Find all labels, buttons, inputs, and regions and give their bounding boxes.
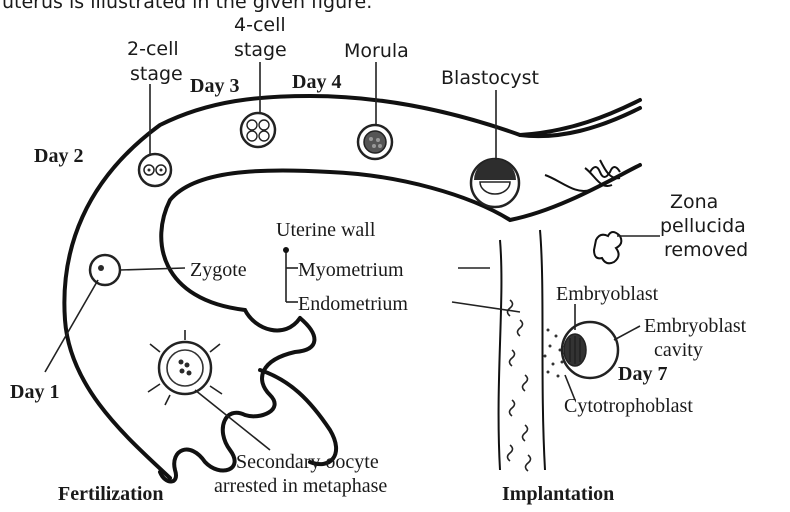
uterine-wall-label: Uterine wall xyxy=(276,219,376,241)
fertilization-label: Fertilization xyxy=(58,483,164,505)
secondary-oocyte xyxy=(148,330,222,405)
blastocyst-label: Blastocyst xyxy=(441,67,539,89)
uterine-wall-dot xyxy=(283,247,289,253)
embryoblast-cavity-line2: cavity xyxy=(654,339,703,361)
day1-label: Day 1 xyxy=(10,381,59,403)
day3-label: Day 3 xyxy=(190,75,239,97)
morula-embryo xyxy=(358,125,392,159)
zygote-cell xyxy=(90,255,120,285)
two-cell-embryo xyxy=(139,154,171,186)
implanting-blastocyst xyxy=(562,322,618,378)
four-cell-label-line2: stage xyxy=(234,39,287,61)
four-cell-embryo xyxy=(241,113,275,147)
two-cell-label-line1: 2-cell xyxy=(127,38,179,60)
implantation-zone xyxy=(544,329,564,378)
zygote-label: Zygote xyxy=(190,259,247,281)
fimbriae xyxy=(545,160,620,191)
embryoblast-label: Embryoblast xyxy=(556,283,659,305)
morula-label: Morula xyxy=(344,40,409,62)
embryoblast-cavity-line1: Embryoblast xyxy=(644,315,747,337)
endometrium-band-left xyxy=(499,240,502,470)
zona-label-line3: removed xyxy=(664,239,748,261)
two-cell-label-line2: stage xyxy=(130,63,183,85)
cytotrophoblast-label: Cytotrophoblast xyxy=(564,395,693,417)
endometrium-glands xyxy=(508,300,531,471)
oocyte-label-line2: arrested in metaphase xyxy=(214,475,387,497)
implantation-label: Implantation xyxy=(502,483,614,505)
oocyte-label-line1: Secondary oocyte xyxy=(236,451,379,473)
four-cell-label-line1: 4-cell xyxy=(234,14,286,36)
leader-lines xyxy=(45,62,660,450)
myometrium-label: Myometrium xyxy=(298,259,404,281)
zona-label-line1: Zona xyxy=(670,191,718,213)
day4-label: Day 4 xyxy=(292,71,341,93)
blastocyst-embryo xyxy=(471,159,519,207)
day2-label: Day 2 xyxy=(34,145,83,167)
day7-label: Day 7 xyxy=(618,363,667,385)
endometrium-label: Endometrium xyxy=(298,293,408,315)
caption-fragment: uterus is illustrated in the given figur… xyxy=(2,0,372,13)
zona-label-line2: pellucida xyxy=(660,215,746,237)
endometrium-band-right xyxy=(540,230,545,470)
